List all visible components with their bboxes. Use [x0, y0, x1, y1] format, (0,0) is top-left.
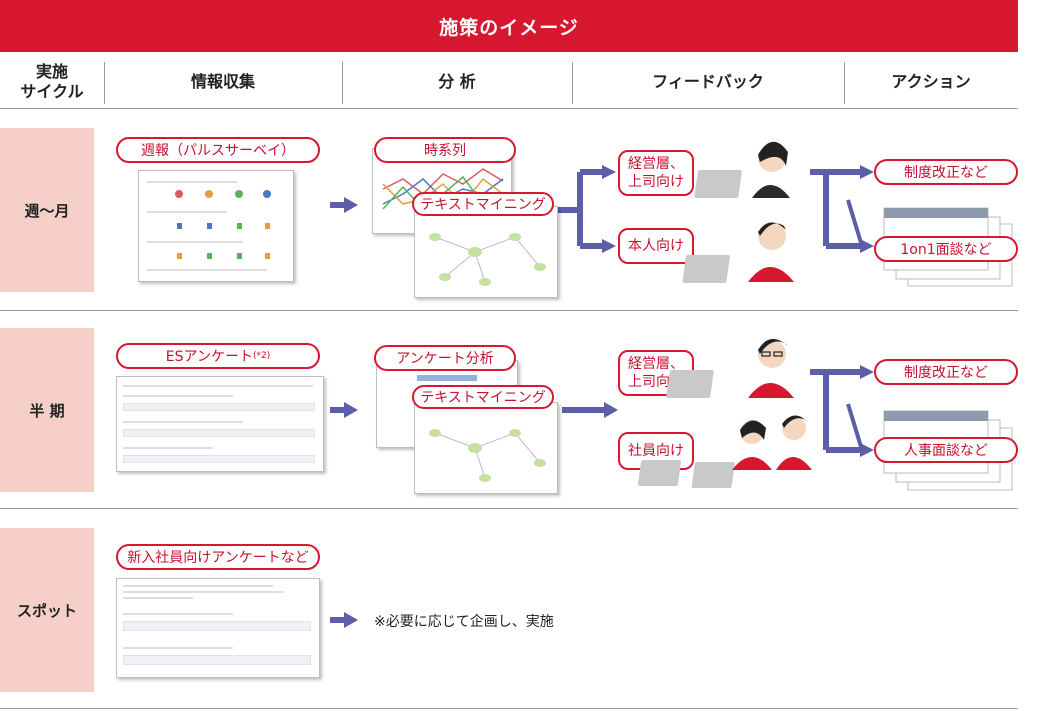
textmining-graph-thumbnail: [414, 402, 558, 494]
new-hire-survey-thumbnail: [116, 578, 320, 678]
cycle-half: 半 期: [0, 328, 94, 492]
divider: [0, 708, 1018, 709]
analysis-pill-textmining: テキストマイニング: [412, 192, 554, 216]
analysis-pill-survey: アンケート分析: [374, 345, 516, 371]
arrowhead: [860, 239, 874, 253]
source-pill-weekly: 週報（パルスサーベイ）: [116, 137, 320, 163]
page-title: 施策のイメージ: [439, 16, 579, 39]
source-pill-new-hire-survey: 新入社員向けアンケートなど: [116, 544, 320, 570]
arrowhead: [604, 402, 618, 418]
header-divider: [572, 62, 573, 104]
arrowhead: [860, 443, 874, 457]
action-pill-policy: 制度改正など: [874, 159, 1018, 185]
header-analysis: 分 析: [438, 72, 476, 91]
source-pill-es-survey: ESアンケート(*2): [116, 343, 320, 369]
survey-document-thumbnail: [138, 170, 294, 282]
action-pill-1on1: 1on1面談など: [874, 236, 1018, 262]
footnote-marker: (*2): [252, 351, 271, 361]
feedback-label-line1: 経営層、: [628, 356, 684, 372]
divider: [0, 310, 1018, 311]
header-collect: 情報収集: [190, 72, 255, 91]
action-pill-hr-interview: 人事面談など: [874, 437, 1018, 463]
divider: [0, 508, 1018, 509]
analysis-pill-timeseries: 時系列: [374, 137, 516, 163]
analysis-pill-textmining: テキストマイニング: [412, 385, 554, 409]
feedback-box-management: 経営層、 上司向け: [618, 150, 694, 196]
header-divider: [342, 62, 343, 104]
arrowhead: [602, 239, 616, 253]
header-cycle-line2: サイクル: [20, 82, 84, 101]
divider: [0, 108, 1018, 109]
header-divider: [104, 62, 105, 104]
header-feedback: フィードバック: [652, 72, 764, 91]
feedback-box-self: 本人向け: [618, 228, 694, 264]
header-action: アクション: [891, 72, 971, 91]
cycle-spot: スポット: [0, 528, 94, 692]
feedback-label-line1: 経営層、: [628, 156, 684, 172]
action-branch-1: [810, 169, 862, 249]
arrowhead: [344, 612, 358, 628]
header-divider: [844, 62, 845, 104]
arrowhead: [344, 197, 358, 213]
source-pill-label: ESアンケート: [165, 349, 253, 365]
woman-icon: [694, 141, 790, 198]
title-banner: 施策のイメージ: [0, 0, 1018, 52]
header-cycle-line1: 実施: [35, 62, 68, 81]
spot-note: ※必要に応じて企画し、実施: [374, 614, 554, 630]
arrowhead: [602, 165, 616, 179]
textmining-graph-thumbnail: [414, 206, 558, 298]
action-branch-2: [810, 369, 862, 453]
arrowhead: [860, 365, 874, 379]
feedback-label-line2: 上司向け: [628, 174, 684, 190]
employees-icon: [637, 415, 812, 488]
man-icon: [682, 222, 794, 283]
feedback-branch-1: [556, 169, 604, 249]
action-pill-policy: 制度改正など: [874, 359, 1018, 385]
manager-icon: [666, 338, 794, 398]
es-survey-thumbnail: [116, 376, 324, 472]
header-cycle: 実施 サイクル: [0, 60, 104, 104]
cycle-weekly: 週〜月: [0, 128, 94, 292]
arrowhead: [860, 165, 874, 179]
arrowhead: [344, 402, 358, 418]
